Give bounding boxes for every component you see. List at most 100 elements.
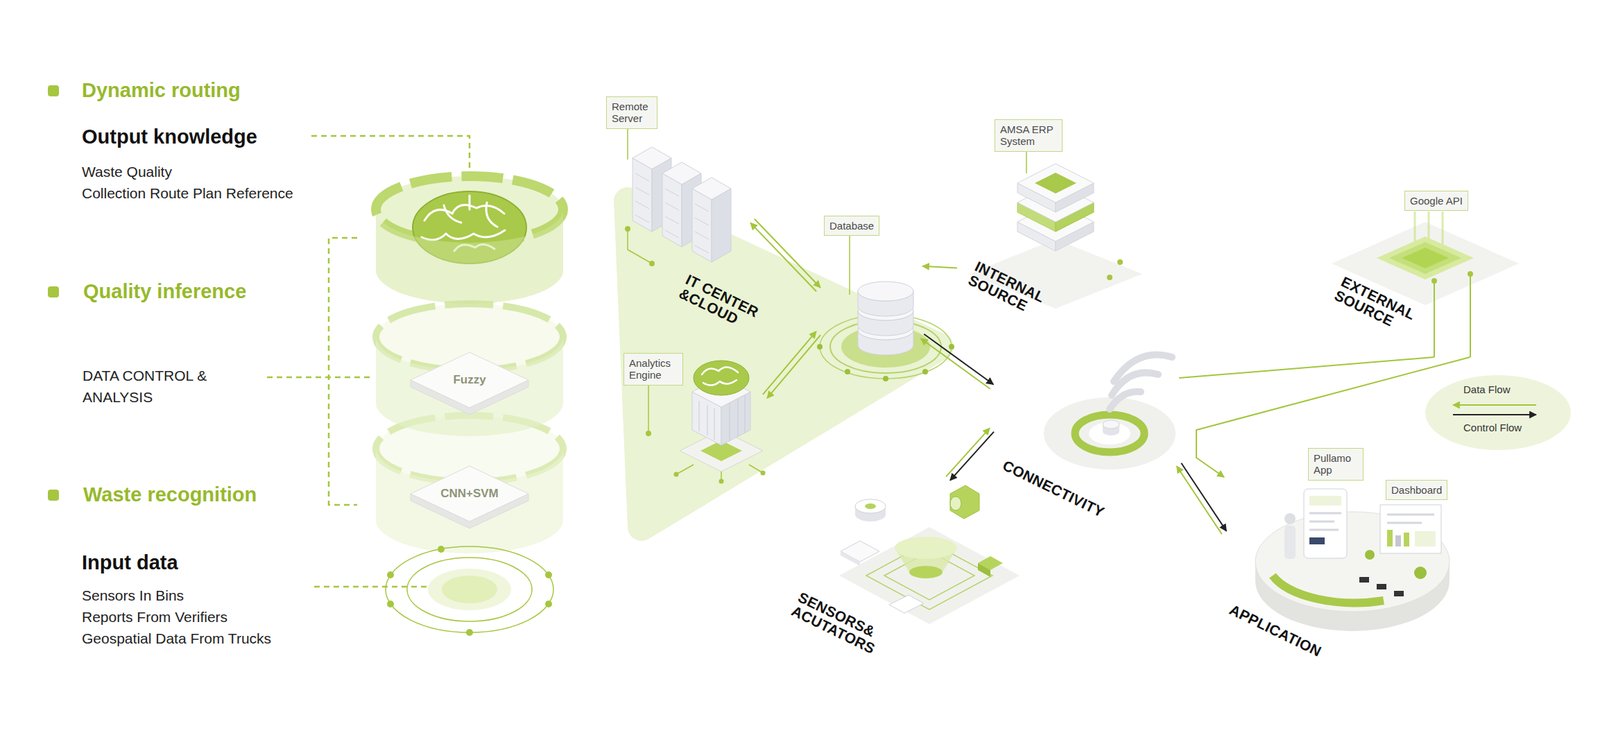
circuit-line bbox=[647, 381, 650, 434]
database-cylinder bbox=[882, 375, 889, 382]
application-platform bbox=[1284, 525, 1296, 559]
flow-line bbox=[750, 222, 817, 292]
external-source-platform bbox=[1389, 242, 1462, 274]
application-platform bbox=[1272, 575, 1384, 603]
input-rings bbox=[386, 545, 553, 636]
leader-line bbox=[267, 376, 373, 379]
flow-line bbox=[923, 334, 994, 385]
external-source-platform bbox=[1331, 211, 1519, 358]
layer-label: CNN+SVM bbox=[440, 486, 499, 501]
sensors-platform bbox=[977, 563, 991, 578]
application-platform bbox=[1255, 488, 1450, 632]
brain-layer bbox=[375, 176, 564, 304]
connectivity-hub bbox=[1043, 355, 1176, 470]
database-cylinder bbox=[816, 343, 823, 350]
region-label: CONNECTIVITY bbox=[1000, 457, 1107, 521]
analytics-chip bbox=[701, 366, 738, 385]
application-platform bbox=[1380, 504, 1442, 554]
legend-panel bbox=[1452, 414, 1537, 416]
flow-connector bbox=[762, 331, 821, 399]
input-rings bbox=[385, 546, 554, 633]
circuit-dot bbox=[624, 226, 631, 232]
internal-source-platform bbox=[1025, 149, 1028, 174]
list-item: Collection Route Plan Reference bbox=[81, 184, 294, 202]
section-heading: Output knowledge bbox=[81, 125, 258, 149]
bullet-heading: Waste recognition bbox=[83, 483, 257, 507]
model-layer bbox=[410, 466, 529, 522]
input-rings bbox=[386, 571, 394, 579]
application-platform bbox=[1387, 529, 1393, 547]
input-rings bbox=[437, 545, 445, 553]
database-cylinder bbox=[857, 281, 914, 301]
application-platform bbox=[1359, 577, 1370, 583]
application-platform bbox=[1376, 583, 1387, 590]
application-platform bbox=[1414, 531, 1436, 547]
bullet-heading: Quality inference bbox=[83, 280, 247, 304]
connectivity-hub bbox=[1113, 355, 1173, 382]
tag-label: Remote Server bbox=[606, 96, 658, 129]
server-racks bbox=[632, 147, 731, 263]
section-heading: Input data bbox=[81, 551, 179, 575]
brain-layer bbox=[421, 230, 505, 240]
database-cylinder bbox=[948, 343, 955, 350]
layer-note: DATA CONTROL & ANALYSIS bbox=[82, 364, 236, 408]
database-cylinder bbox=[816, 281, 955, 382]
bullet bbox=[47, 85, 59, 97]
external-source-platform bbox=[1431, 271, 1474, 284]
bullet-heading: Dynamic routing bbox=[81, 79, 241, 102]
flow-line bbox=[922, 266, 958, 269]
component-node: Google APIEXTERNAL SOURCE bbox=[1317, 183, 1530, 358]
model-layer bbox=[375, 448, 564, 554]
internal-source-platform bbox=[1106, 274, 1113, 281]
analytics-chip bbox=[760, 470, 766, 476]
tag-label: Pullamo App bbox=[1308, 448, 1364, 481]
analytics-chip bbox=[719, 479, 725, 485]
analytics-chip bbox=[674, 472, 679, 478]
application-platform bbox=[1364, 549, 1375, 560]
flow-line bbox=[945, 427, 990, 477]
legend-panel bbox=[1425, 375, 1571, 451]
sensors-platform bbox=[894, 536, 958, 559]
model-layer bbox=[375, 303, 564, 437]
brain-layer bbox=[486, 202, 498, 227]
bullet bbox=[47, 286, 59, 298]
circuit-line bbox=[848, 228, 851, 295]
list-item: Geospatial Data From Trucks bbox=[81, 629, 272, 648]
external-source-platform bbox=[1431, 278, 1438, 284]
sensors-platform bbox=[855, 499, 886, 514]
circuit-line bbox=[627, 228, 652, 264]
sensors-platform bbox=[950, 485, 980, 519]
leader-line bbox=[311, 135, 470, 177]
external-source-platform bbox=[1467, 271, 1474, 277]
application-platform bbox=[1309, 537, 1325, 545]
region-label: IT CENTER &CLOUD bbox=[676, 271, 784, 345]
analytics-chip bbox=[676, 464, 763, 482]
tag-label: Google API bbox=[1404, 190, 1469, 211]
sensors-platform bbox=[839, 485, 1020, 625]
tag-label: Database bbox=[823, 215, 880, 236]
legend-panel bbox=[1425, 375, 1571, 451]
flow-line bbox=[950, 432, 994, 481]
input-rings bbox=[466, 629, 473, 636]
component-node: Analytics Engine bbox=[619, 350, 765, 483]
internal-source-platform bbox=[1106, 259, 1123, 281]
analytics-chip bbox=[674, 470, 766, 485]
sensors-platform bbox=[889, 595, 924, 614]
list-item: Waste Quality bbox=[81, 162, 172, 181]
flow-line bbox=[767, 334, 821, 399]
region-label: INTERNAL SOURCE bbox=[966, 258, 1058, 324]
component-node: CONNECTIVITY bbox=[991, 360, 1180, 535]
sensors-platform bbox=[864, 503, 876, 510]
flow-line bbox=[921, 338, 991, 390]
list-item: Reports From Verifiers bbox=[81, 608, 228, 626]
flow-line bbox=[1179, 357, 1435, 378]
application-platform bbox=[1394, 590, 1404, 597]
input-rings bbox=[385, 545, 554, 636]
model-layer bbox=[410, 352, 529, 408]
internal-source-platform bbox=[1034, 172, 1077, 194]
application-platform bbox=[1309, 495, 1342, 506]
application-platform bbox=[1403, 532, 1410, 547]
